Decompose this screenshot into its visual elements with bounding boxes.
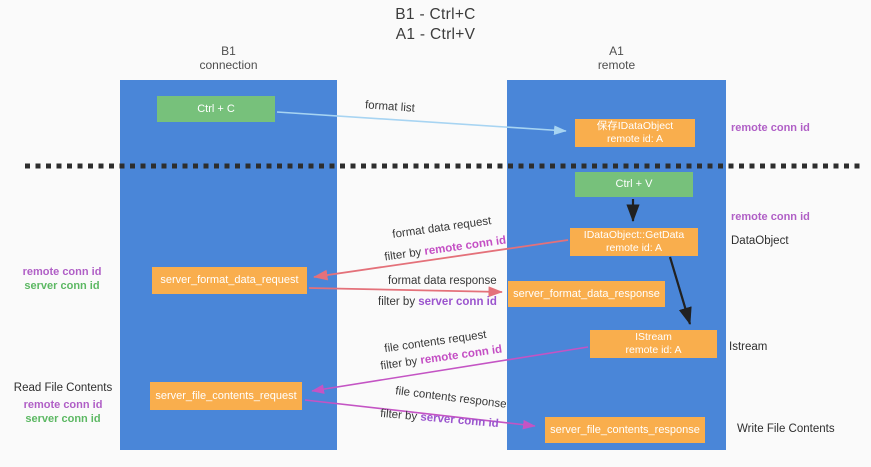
getdata-line1: IDataObject::GetData [583,229,685,241]
filter-by-prefix: filter by [379,354,422,373]
server-conn-id-value: server conn id [418,296,497,308]
left-remote-conn-id-bottom: remote conn id [23,399,103,411]
filter-by-server-conn-id-label-2: filter by server conn id [380,408,499,430]
left-conn-id-stack-bottom: Read File Contents remote conn id server… [8,381,118,426]
server-format-data-request-box: server_format_data_request [152,267,307,294]
server-file-contents-response-box: server_file_contents_response [545,417,705,443]
server-file-contents-request-label: server_file_contents_request [155,389,297,402]
right-remote-conn-id-top: remote conn id [731,122,810,134]
server-file-contents-request-box: server_file_contents_request [150,382,302,410]
right-remote-conn-id-mid: remote conn id [731,211,810,223]
left-server-conn-id-top: server conn id [24,280,100,292]
filter-by-prefix: filter by [378,296,419,308]
server-format-data-response-label: server_format_data_response [513,287,660,300]
format-data-response-arrow [308,286,503,298]
left-remote-conn-id-top: remote conn id [22,266,102,278]
filter-by-prefix: filter by [383,245,426,264]
save-idataobject-line1: 保存IDataObject [596,120,674,132]
read-file-contents-label: Read File Contents [13,382,113,394]
file-contents-response-label: file contents response [394,385,508,411]
server-format-data-response-box: server_format_data_response [508,281,665,307]
istream-side-label: Istream [729,341,768,353]
filter-by-server-conn-id-label-1: filter by server conn id [378,296,497,308]
getdata-line2: remote id: A [605,242,663,254]
page-title: B1 - Ctrl+C A1 - Ctrl+V [0,5,871,45]
istream-line2: remote id: A [625,344,682,356]
filter-by-prefix: filter by [379,407,421,424]
ctrl-c-box: Ctrl + C [157,96,275,122]
lane-a1-name: A1 [609,44,624,58]
dataobject-label: DataObject [731,235,789,247]
left-server-conn-id-bottom: server conn id [25,413,101,425]
idataobject-getdata-box: IDataObject::GetData remote id: A [570,228,698,256]
server-format-data-request-label: server_format_data_request [160,274,299,286]
server-file-contents-response-label: server_file_contents_response [550,423,700,436]
ctrl-v-label: Ctrl + V [615,178,653,190]
lane-a1-role: remote [597,58,636,72]
write-file-contents-label: Write File Contents [737,423,835,435]
format-data-request-label: format data request [391,215,493,241]
lane-b1-role: connection [199,58,258,72]
left-conn-id-stack-top: remote conn id server conn id [8,265,116,293]
istream-box: IStream remote id: A [590,330,717,358]
format-list-label: format list [364,99,416,115]
remote-conn-id-value: remote conn id [423,234,507,258]
lane-header-a1: A1 remote [507,44,726,72]
save-idataobject-line2: remote id: A [606,133,664,145]
save-idataobject-box: 保存IDataObject remote id: A [575,119,695,147]
server-conn-id-value: server conn id [419,411,500,431]
lane-header-b1: B1 connection [120,44,337,72]
istream-line1: IStream [635,331,672,343]
lane-b1-name: B1 [221,44,236,58]
ctrl-v-box: Ctrl + V [575,172,693,197]
title-line-1: B1 - Ctrl+C [395,6,476,23]
format-data-response-label: format data response [388,275,497,287]
title-line-2: A1 - Ctrl+V [395,26,476,43]
ctrl-c-label: Ctrl + C [197,102,235,115]
